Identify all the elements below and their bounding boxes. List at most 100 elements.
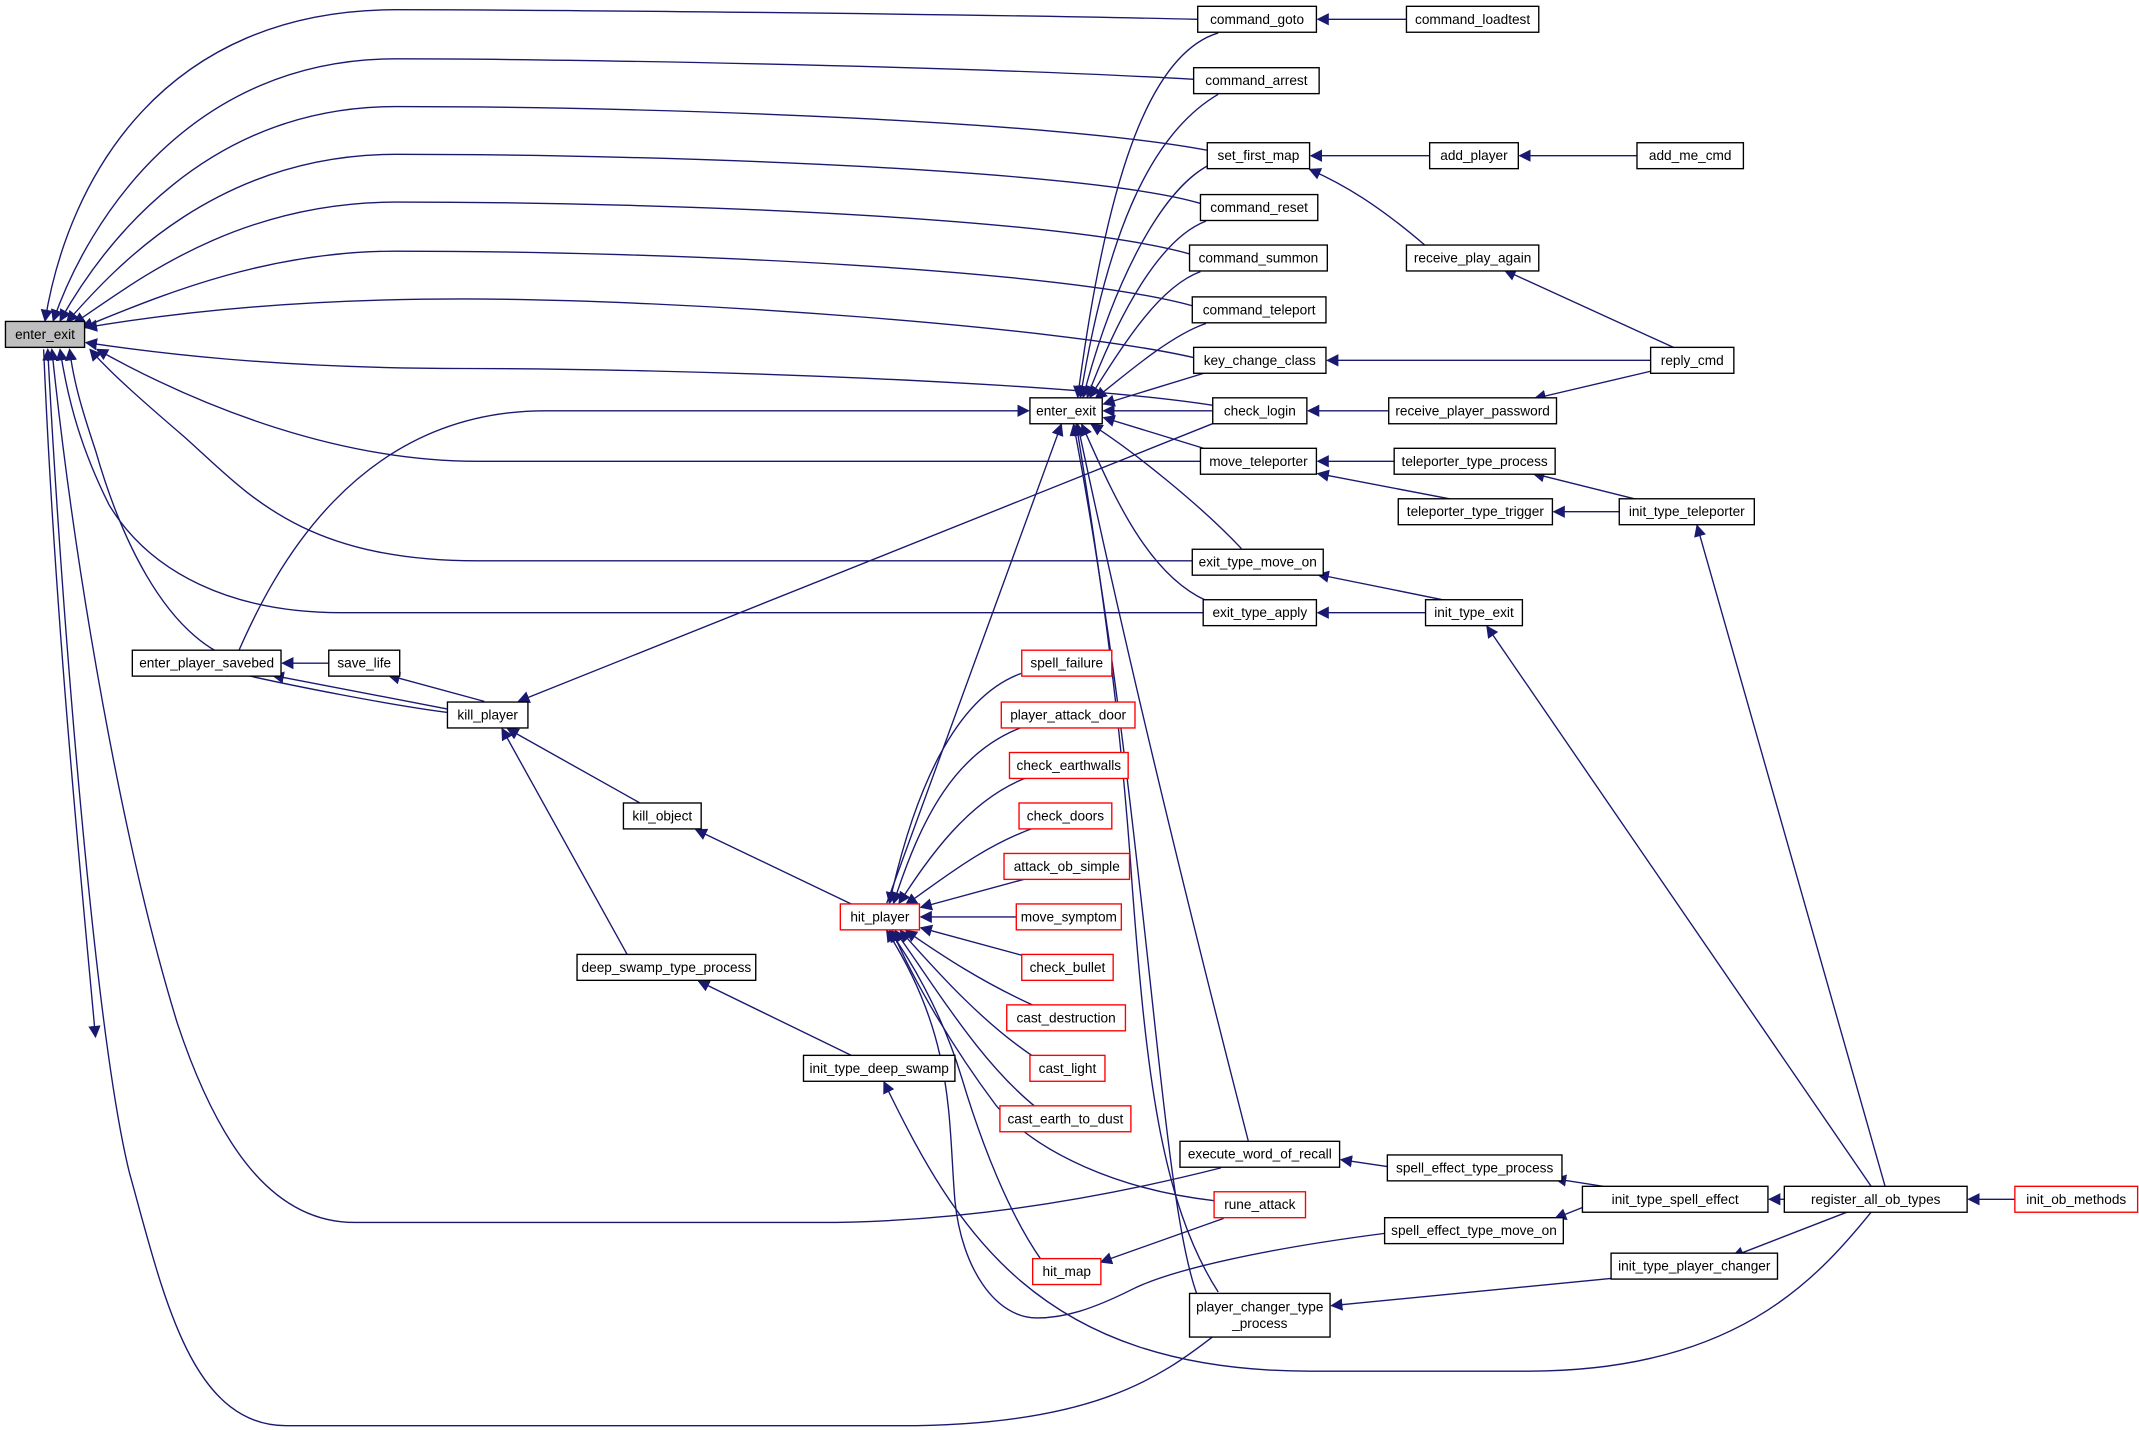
- node-hit-map[interactable]: hit_map: [1031, 1257, 1102, 1286]
- node-execute-word-of-recall[interactable]: execute_word_of_recall: [1179, 1140, 1341, 1168]
- edge-attack_ob_simple-to-hit_player: [919, 876, 1032, 911]
- node-teleporter-type-process[interactable]: teleporter_type_process: [1393, 447, 1556, 475]
- edge-init_type_spell_effect-to-spell_effect_type_move_on: [1554, 1206, 1583, 1220]
- node-cast-earth-to-dust[interactable]: cast_earth_to_dust: [999, 1105, 1132, 1133]
- node-label: init_type_exit: [1434, 605, 1514, 620]
- node-box: [1213, 1191, 1307, 1219]
- node-box: [1191, 548, 1324, 576]
- node-spell-effect-type-move-on[interactable]: spell_effect_type_move_on: [1383, 1217, 1565, 1245]
- node-check-login[interactable]: check_login: [1212, 397, 1308, 425]
- node-exit-type-apply[interactable]: exit_type_apply: [1202, 599, 1318, 627]
- edge-command_summon-to-enter_exit: [72, 201, 1190, 325]
- edge-init_type_teleporter-to-teleporter_type_process: [1532, 470, 1638, 501]
- node-receive-play-again[interactable]: receive_play_again: [1405, 244, 1540, 272]
- edge-cast_destruction-to-hit_player: [904, 929, 1038, 1008]
- node-label: exit_type_apply: [1212, 605, 1307, 620]
- node-player-attack-door[interactable]: player_attack_door: [1000, 701, 1136, 729]
- node-label: command_loadtest: [1415, 12, 1530, 27]
- node-box: [1188, 244, 1329, 272]
- node-spell-failure[interactable]: spell_failure: [1021, 649, 1113, 677]
- edge-check_bullet-to-hit_player: [919, 924, 1032, 959]
- node-box: [1618, 498, 1755, 526]
- node-init-type-teleporter[interactable]: init_type_teleporter: [1618, 498, 1755, 526]
- edge-command_reset-to-enter_exit: [66, 153, 1201, 324]
- node-cast-destruction[interactable]: cast_destruction: [1006, 1004, 1127, 1032]
- node-add-me-cmd[interactable]: add_me_cmd: [1636, 142, 1745, 170]
- node-check-bullet[interactable]: check_bullet: [1021, 953, 1114, 982]
- edge-kill_player-to-save_life: [387, 672, 485, 703]
- node-init-ob-methods[interactable]: init_ob_methods: [2014, 1185, 2139, 1213]
- node-register-all-ob-types[interactable]: register_all_ob_types: [1783, 1185, 1968, 1213]
- edge-receive_play_again-to-set_first_map: [1308, 168, 1426, 247]
- node-label: reply_cmd: [1661, 353, 1724, 368]
- node-receive-player-password[interactable]: receive_player_password: [1388, 397, 1558, 425]
- node-init-type-deep-swamp[interactable]: init_type_deep_swamp: [802, 1054, 956, 1082]
- node-hit-player[interactable]: hit_player: [839, 903, 921, 931]
- node-label: execute_word_of_recall: [1188, 1147, 1332, 1162]
- edge-command_goto-to-enter_exit-mid: [1073, 32, 1219, 399]
- node-player-changer-type-process[interactable]: player_changer_type_process: [1188, 1292, 1331, 1338]
- edge-move_teleporter-to-enter_exit: [95, 348, 1201, 462]
- node-init-type-exit[interactable]: init_type_exit: [1424, 599, 1524, 627]
- edge-check_login-to-enter_exit: [84, 338, 1213, 407]
- node-command-summon[interactable]: command_summon: [1188, 244, 1329, 272]
- edge-spell_failure-to-hit_player: [885, 672, 1024, 905]
- node-command-loadtest[interactable]: command_loadtest: [1405, 5, 1540, 33]
- node-check-doors[interactable]: check_doors: [1018, 802, 1113, 830]
- node-label: key_change_class: [1204, 353, 1316, 368]
- node-enter-exit-root[interactable]: enter_exit: [4, 320, 86, 349]
- node-move-symptom[interactable]: move_symptom: [1015, 903, 1123, 931]
- edge-command_summon-to-enter_exit-mid: [1089, 271, 1201, 399]
- edge-init_type_exit-to-exit_type_move_on: [1316, 570, 1447, 602]
- node-label: rune_attack: [1224, 1197, 1295, 1212]
- edge-init_type_player_changer-to-player_changer_type_process: [1330, 1277, 1612, 1311]
- node-cast-light[interactable]: cast_light: [1029, 1054, 1106, 1082]
- node-teleporter-type-trigger[interactable]: teleporter_type_trigger: [1397, 498, 1554, 526]
- node-key-change-class[interactable]: key_change_class: [1192, 346, 1327, 374]
- edge-execute_word_of_recall-to-enter_exit-mid: [1073, 423, 1249, 1141]
- node-box: [1581, 1185, 1769, 1213]
- node-init-type-spell-effect[interactable]: init_type_spell_effect: [1581, 1185, 1769, 1213]
- node-label: check_doors: [1027, 808, 1104, 823]
- node-box: [839, 903, 921, 931]
- node-box: [1029, 1054, 1106, 1082]
- node-spell-effect-type-process[interactable]: spell_effect_type_process: [1386, 1154, 1563, 1182]
- node-save-life[interactable]: save_life: [328, 649, 401, 677]
- edge-command_teleport-to-enter_exit: [80, 250, 1193, 330]
- node-box: [1636, 142, 1745, 170]
- edge-register_all_ob_types-to-init_type_teleporter: [1694, 524, 1886, 1188]
- node-deep-swamp-type-process[interactable]: deep_swamp_type_process: [576, 953, 757, 982]
- node-kill-object[interactable]: kill_object: [622, 802, 702, 830]
- edge-hit_map-to-hit_player: [888, 929, 1042, 1260]
- node-kill-player[interactable]: kill_player: [446, 701, 529, 729]
- node-set-first-map[interactable]: set_first_map: [1206, 142, 1311, 170]
- node-box: [1015, 903, 1123, 931]
- node-command-reset[interactable]: command_reset: [1199, 193, 1319, 222]
- node-label: move_symptom: [1021, 909, 1117, 924]
- node-box: [1031, 1257, 1102, 1286]
- node-command-teleport[interactable]: command_teleport: [1191, 296, 1327, 324]
- node-enter-player-savebed[interactable]: enter_player_savebed: [131, 649, 282, 677]
- node-label: add_player: [1440, 148, 1508, 163]
- node-check-earthwalls[interactable]: check_earthwalls: [1008, 751, 1129, 780]
- node-move-teleporter[interactable]: move_teleporter: [1199, 447, 1318, 475]
- node-exit-type-move-on[interactable]: exit_type_move_on: [1191, 548, 1324, 576]
- node-add-player[interactable]: add_player: [1428, 142, 1519, 170]
- node-box: [1018, 802, 1113, 830]
- edge-player_attack_door-to-hit_player: [891, 725, 1027, 905]
- node-attack-ob-simple[interactable]: attack_ob_simple: [1003, 852, 1131, 881]
- node-box: [622, 802, 702, 830]
- node-command-arrest[interactable]: command_arrest: [1192, 67, 1320, 95]
- node-reply-cmd[interactable]: reply_cmd: [1649, 346, 1735, 374]
- node-enter-exit-mid[interactable]: enter_exit: [1029, 397, 1103, 425]
- node-box: [1393, 447, 1556, 475]
- node-label: set_first_map: [1218, 148, 1300, 163]
- node-label: move_teleporter: [1209, 454, 1308, 469]
- node-label: cast_light: [1039, 1061, 1097, 1076]
- node-label: kill_player: [457, 707, 518, 722]
- node-command-goto[interactable]: command_goto: [1197, 5, 1318, 33]
- node-box: [1191, 296, 1327, 324]
- node-init-type-player-changer[interactable]: init_type_player_changer: [1610, 1252, 1779, 1280]
- node-rune-attack[interactable]: rune_attack: [1213, 1191, 1307, 1219]
- edge-kill_object-to-kill_player: [506, 728, 642, 805]
